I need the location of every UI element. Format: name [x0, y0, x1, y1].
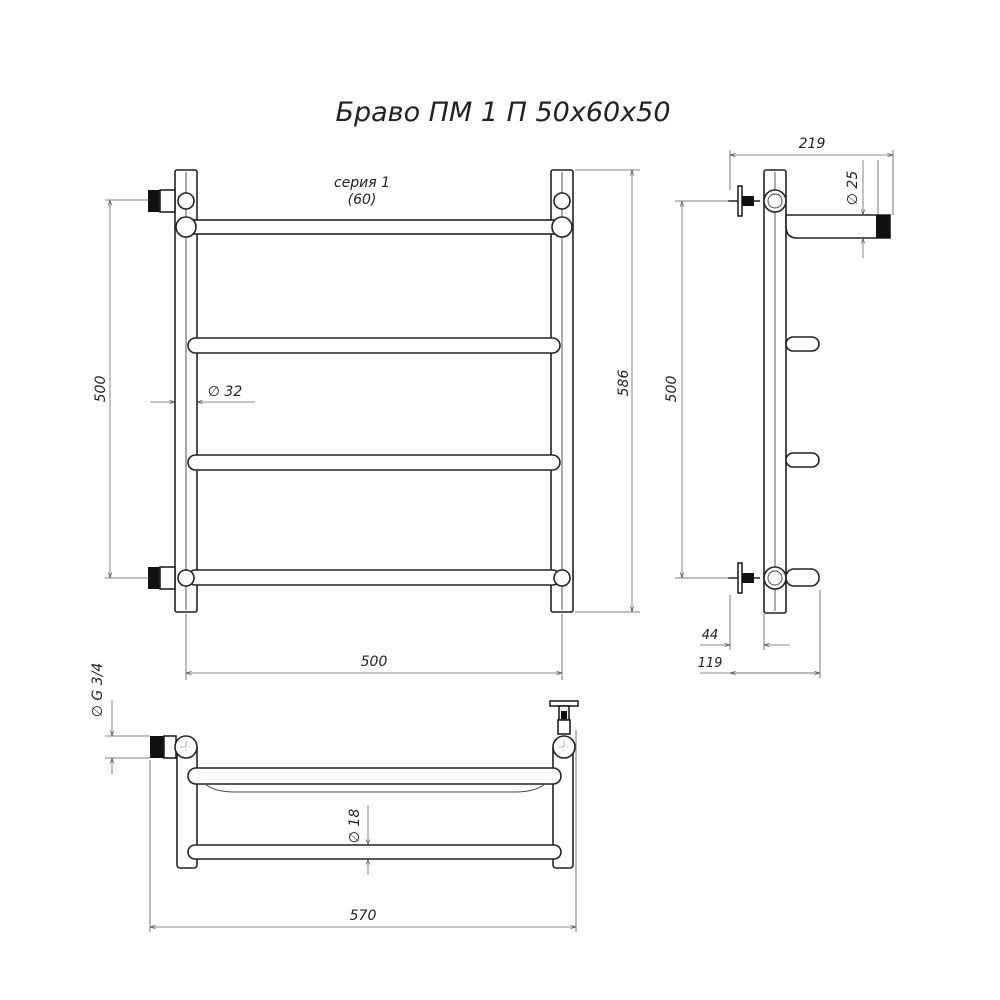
top-rail-left-joint	[175, 216, 197, 238]
front-view: серия 1 (60) 500 ∅ 32	[93, 169, 640, 680]
side-top-port	[763, 189, 787, 213]
side-rung-2	[785, 336, 820, 352]
pipe-diameter-dim: ∅ 32	[208, 384, 243, 400]
front-height-dim: 500	[93, 376, 109, 403]
top-bottom-rail	[187, 844, 562, 860]
drawing-title: Браво ПМ 1 П 50х60х50	[335, 97, 670, 128]
side-diameter-dim: ∅ 25	[845, 171, 861, 206]
side-bottom-port	[763, 566, 787, 590]
top-shelf-curve	[204, 783, 546, 793]
top-shelf-rail	[187, 767, 562, 785]
bottom-right-plug	[553, 569, 571, 587]
bottom-connection-fitting	[159, 566, 176, 590]
bottom-connection-joint	[177, 569, 195, 587]
side-offset-dim-b: 119	[698, 656, 723, 671]
top-width-dim: 570	[350, 908, 377, 924]
side-offset-dim-a: 44	[702, 628, 719, 643]
crossbar-2	[187, 337, 561, 354]
overall-height-dim: 586	[616, 370, 632, 397]
side-view: 219 ∅ 25 500 44 119	[664, 136, 894, 678]
bar-diameter-dim: ∅ 18	[347, 809, 363, 844]
side-height-dim: 500	[664, 376, 680, 403]
side-bottom-valve	[737, 562, 743, 594]
series-label: серия 1	[334, 175, 390, 191]
side-rung-3	[785, 452, 820, 468]
side-top-valve	[737, 185, 743, 217]
top-view: ∅ G 3/4 ∅ 18 570	[90, 663, 579, 932]
side-shelf-endcap	[876, 215, 890, 238]
series-sublabel: (60)	[348, 192, 377, 208]
side-depth-dim: 219	[799, 136, 826, 152]
top-rail-right-joint	[551, 216, 573, 238]
top-connection-fitting	[159, 189, 176, 213]
crossbar-3	[187, 454, 561, 471]
side-shelf-bar	[785, 214, 891, 239]
top-right-plug	[553, 192, 571, 210]
crossbar-4	[187, 569, 561, 586]
front-width-dim: 500	[361, 654, 388, 670]
side-rung-4	[785, 568, 820, 587]
top-rail	[185, 219, 563, 235]
top-connection-joint	[177, 192, 195, 210]
thread-dim: ∅ G 3/4	[90, 663, 106, 718]
